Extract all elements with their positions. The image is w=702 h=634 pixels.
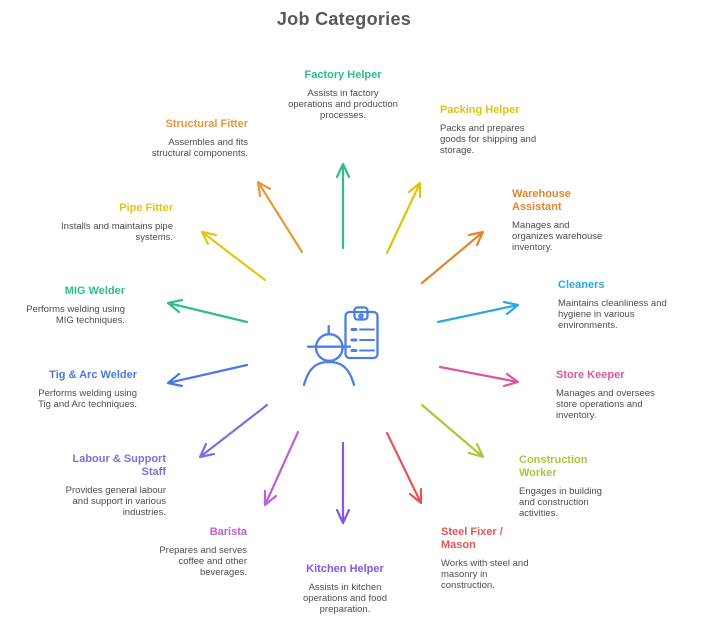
category-title: MIG Welder: [64, 285, 125, 297]
arrow-barista: [263, 430, 300, 507]
category-description: Assembles and fits structural components…: [151, 137, 248, 159]
category-warehouse-assistant: Warehouse Assistant Manages and organize…: [512, 188, 608, 253]
arrow-store-keeper: [438, 365, 520, 388]
category-description: Engages in building and construction act…: [519, 486, 602, 519]
worker-shoulders: [302, 360, 356, 387]
clipboard-body: [344, 310, 379, 360]
category-steel-fixer-mason: Steel Fixer / Mason Works with steel and…: [441, 526, 539, 591]
category-title: Tig & Arc Welder: [49, 369, 137, 381]
category-description: Works with steel and masonry in construc…: [441, 558, 529, 591]
arrow-construction-worker: [420, 403, 485, 459]
category-description: Performs welding using Tig and Arc techn…: [38, 388, 137, 410]
arrow-labour-support-staff: [198, 403, 269, 459]
category-title: Store Keeper: [556, 369, 625, 381]
category-description: Assists in factory operations and produc…: [288, 88, 398, 121]
arrow-mig-welder: [166, 298, 249, 324]
category-title: Cleaners: [558, 279, 605, 291]
category-description: Installs and maintains pipe systems.: [61, 221, 173, 243]
category-title: Factory Helper: [304, 69, 382, 81]
category-mig-welder: MIG Welder Performs welding using MIG te…: [15, 285, 125, 327]
category-store-keeper: Store Keeper Manages and oversees store …: [556, 369, 668, 421]
category-description: Manages and oversees store operations an…: [556, 388, 655, 421]
category-title: Packing Helper: [440, 104, 520, 116]
category-title: Construction Worker: [519, 454, 588, 479]
clipboard-clip: [353, 306, 369, 321]
arrow-structural-fitter: [256, 180, 304, 254]
arrow-pipe-fitter: [200, 230, 267, 282]
category-title: Warehouse Assistant: [512, 188, 571, 213]
category-kitchen-helper: Kitchen Helper Assists in kitchen operat…: [287, 563, 403, 615]
category-title: Steel Fixer / Mason: [441, 526, 503, 551]
category-cleaners: Cleaners Maintains cleanliness and hygie…: [558, 279, 680, 331]
category-title: Kitchen Helper: [306, 563, 384, 575]
category-title: Pipe Fitter: [119, 202, 173, 214]
category-description: Provides general labour and support in v…: [65, 485, 166, 518]
category-labour-support-staff: Labour & Support Staff Provides general …: [54, 453, 166, 518]
category-structural-fitter: Structural Fitter Assembles and fits str…: [128, 118, 248, 160]
category-description: Manages and organizes warehouse inventor…: [512, 220, 603, 253]
category-title: Barista: [209, 526, 247, 538]
category-tig-arc-welder: Tig & Arc Welder Performs welding using …: [25, 369, 137, 411]
clipboard-clip-dot: [358, 313, 364, 319]
arrow-kitchen-helper: [335, 441, 351, 525]
arrow-factory-helper: [335, 162, 351, 250]
arrow-packing-helper: [385, 181, 422, 255]
category-title: Structural Fitter: [165, 118, 248, 130]
category-description: Packs and prepares goods for shipping an…: [440, 123, 537, 156]
arrow-cleaners: [436, 300, 520, 324]
arrow-steel-fixer-mason: [385, 431, 423, 505]
page-title: Job Categories: [276, 9, 412, 29]
category-construction-worker: Construction Worker Engages in building …: [519, 454, 617, 519]
clipboard-list-lines: [359, 328, 375, 352]
category-description: Assists in kitchen operations and food p…: [303, 582, 387, 615]
category-barista: Barista Prepares and serves coffee and o…: [135, 526, 247, 578]
arrow-warehouse-assistant: [420, 230, 485, 285]
category-description: Performs welding using MIG techniques.: [26, 304, 125, 326]
category-title: Labour & Support Staff: [72, 453, 167, 478]
clipboard-list-bullets: [350, 328, 358, 352]
category-description: Prepares and serves coffee and other bev…: [159, 545, 247, 578]
category-factory-helper: Factory Helper Assists in factory operat…: [285, 69, 401, 121]
category-pipe-fitter: Pipe Fitter Installs and maintains pipe …: [61, 202, 173, 244]
category-description: Maintains cleanliness and hygiene in var…: [558, 298, 667, 331]
arrow-tig-arc-welder: [166, 363, 249, 388]
category-packing-helper: Packing Helper Packs and prepares goods …: [440, 104, 552, 156]
